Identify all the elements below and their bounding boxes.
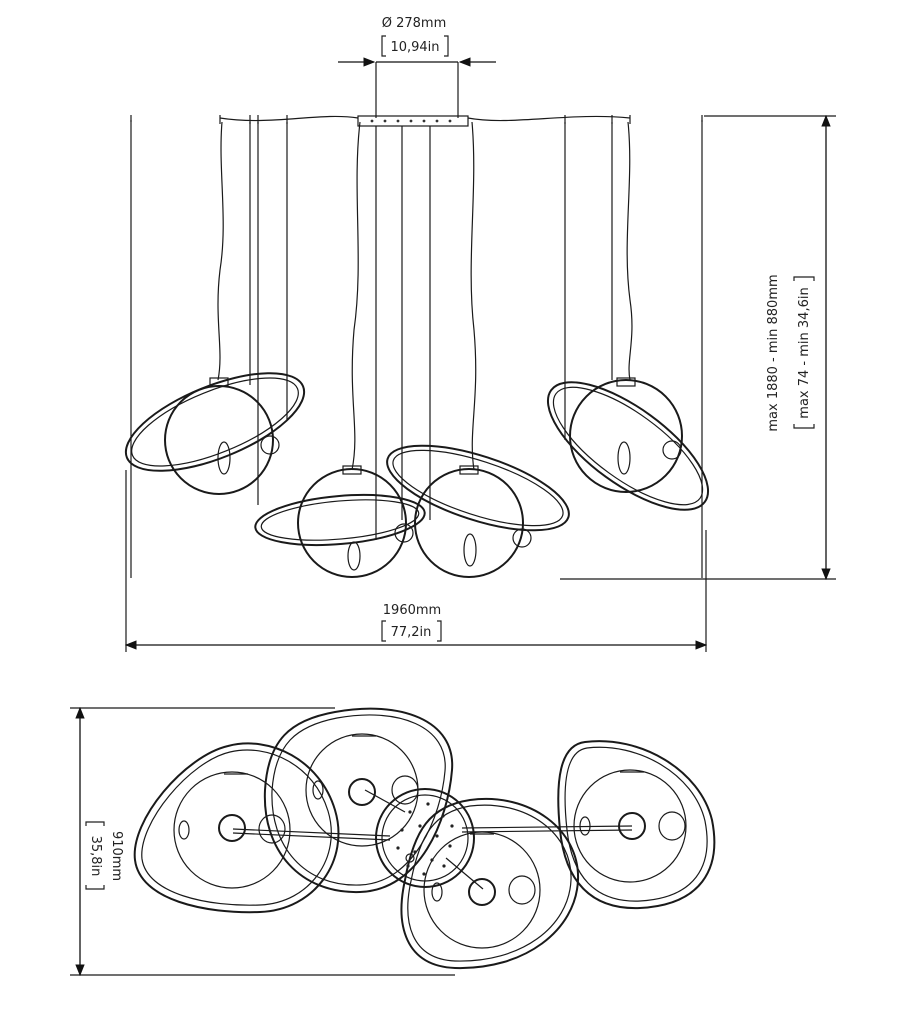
pendant-globe-center-right: [386, 444, 570, 578]
ceiling-canopy: [357, 115, 469, 127]
width-mm-label: 1960mm: [383, 603, 441, 618]
front-elevation-view: Ø 278mm 10,94in max 1880 - min 880mm max…: [124, 16, 836, 652]
depth-in-label: 35,8in: [88, 836, 103, 877]
canopy-diameter-dimension: Ø 278mm 10,94in: [338, 16, 496, 118]
plan-globe-top-center: [263, 707, 454, 894]
plan-globe-right: [557, 740, 716, 910]
canopy-diameter-mm-label: Ø 278mm: [382, 16, 447, 31]
pendant-globe-left: [124, 372, 306, 495]
plan-view: 910mm 35,8in: [70, 706, 716, 977]
plan-globe-left: [133, 742, 340, 914]
height-dimension: max 1880 - min 880mm max 74 - min 34,6in: [560, 114, 836, 581]
canopy-diameter-in-label: 10,94in: [390, 40, 439, 55]
height-in-label: max 74 - min 34,6in: [797, 287, 812, 418]
pendant-globe-center-left: [254, 465, 426, 578]
height-mm-label: max 1880 - min 880mm: [766, 274, 781, 431]
width-in-label: 77,2in: [391, 625, 432, 640]
depth-mm-label: 910mm: [109, 831, 124, 881]
width-dimension: 1960mm 77,2in: [124, 470, 708, 652]
pendant-globe-right: [546, 377, 710, 511]
plan-globe-bottom-center: [400, 797, 580, 970]
depth-dimension: 910mm 35,8in: [70, 706, 455, 977]
top-cable-run: [219, 115, 631, 122]
plan-canopy: [375, 788, 475, 888]
cable-anchors: [130, 115, 703, 124]
